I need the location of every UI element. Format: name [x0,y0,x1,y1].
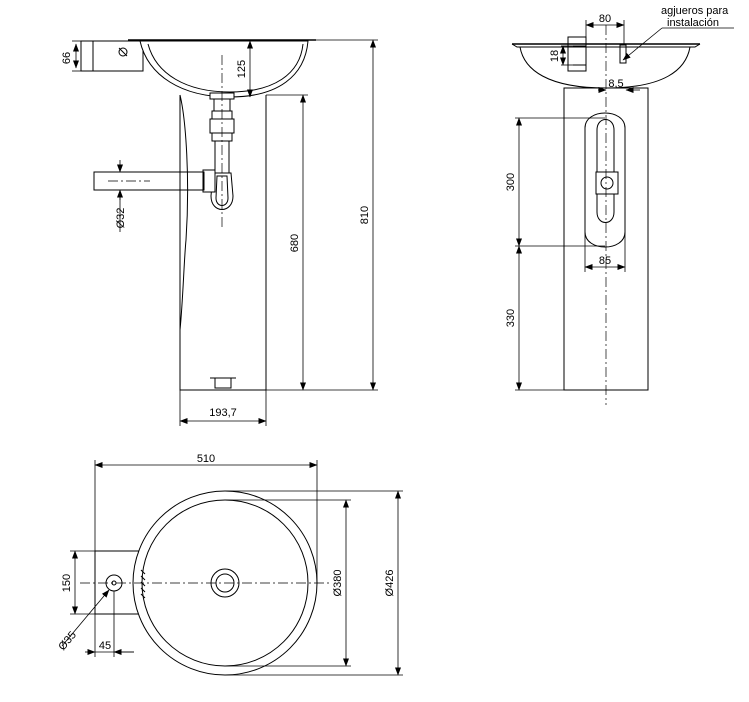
siphon [93,92,235,210]
svg-text:810: 810 [359,206,371,224]
svg-text:instalación: instalación [667,17,719,29]
dim-810: 810 [266,39,378,391]
dim-45: 45 [85,591,134,657]
svg-text:agjueros para: agjueros para [661,5,729,17]
dim-510: 510 [94,453,318,583]
svg-text:8,5: 8,5 [608,78,623,90]
svg-text:18: 18 [549,50,561,62]
svg-text:150: 150 [61,574,73,592]
svg-text:Ø35: Ø35 [56,629,79,653]
dim-18: 18 [549,45,573,66]
top-view: 510 150 Ø380 Ø426 Ø35 [56,453,403,676]
svg-text:510: 510 [197,453,215,465]
wall-bracket [80,40,144,72]
dim-80: 80 [585,13,625,44]
dim-85: 85 [584,232,626,272]
svg-text:Ø426: Ø426 [384,570,396,597]
svg-text:45: 45 [99,640,111,652]
dim-380: Ø380 [225,499,351,667]
dim-150: 150 [61,550,95,615]
dim-680: 680 [266,94,308,391]
side-view: 66 125 810 680 Ø32 [61,39,378,426]
svg-text:125: 125 [236,60,248,78]
svg-text:66: 66 [61,52,73,64]
dim-66: 66 [61,40,81,72]
front-view: agjueros para instalación 80 18 8,5 [505,5,734,405]
dim-32: Ø32 [112,160,127,232]
dim-193-7: 193,7 [179,390,267,426]
installation-holes-note: agjueros para instalación [622,5,734,61]
svg-text:300: 300 [505,173,517,191]
dim-8-5: 8,5 [598,78,640,93]
svg-text:193,7: 193,7 [209,407,237,419]
dim-125: 125 [236,40,253,98]
svg-text:Ø32: Ø32 [115,208,127,229]
svg-text:680: 680 [289,234,301,252]
svg-text:85: 85 [599,255,611,267]
svg-text:Ø380: Ø380 [332,570,344,597]
pedestal [179,94,267,391]
svg-text:330: 330 [505,309,517,327]
svg-text:80: 80 [599,13,611,25]
dim-330: 330 [505,245,564,391]
dim-300: 300 [505,117,605,247]
dim-426: Ø426 [225,490,403,676]
front-opening [584,112,626,248]
